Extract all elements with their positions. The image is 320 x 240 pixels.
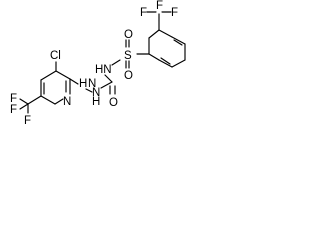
atom-label-o: O [124,70,133,82]
atom-label-o: O [124,29,133,41]
atom-label-s: S [124,50,132,62]
atom-label-n: N [88,78,96,90]
atom-label-f: F [140,7,147,19]
benzene-ring-bonds [148,29,186,68]
urea-hydrazine-bonds [69,74,116,95]
atom-label-cl: Cl [50,50,61,62]
atom-label-h: H [92,96,100,108]
atom-label-f: F [156,0,163,12]
atom-label-f: F [24,115,31,127]
cf3-bottom-bonds [19,95,42,114]
cf3-top-bonds [146,11,172,31]
pyridine-ring-bonds [40,61,71,105]
atom-label-f: F [10,104,17,116]
atom-label-n: N [92,87,100,99]
molecule-structure: F F F S O O HN Cl H N N H O N F F F [0,0,199,154]
atom-label-h: H [79,78,87,90]
atom-label-f: F [171,7,178,19]
atom-label-n: N [63,96,71,108]
atom-label-hn: HN [95,64,112,76]
atom-label-o: O [109,97,118,109]
sulfonyl-bonds [111,39,150,69]
structure-diagram: F F F S O O HN Cl H N N H O N F F F [10,0,186,127]
atom-label-f: F [10,93,17,105]
